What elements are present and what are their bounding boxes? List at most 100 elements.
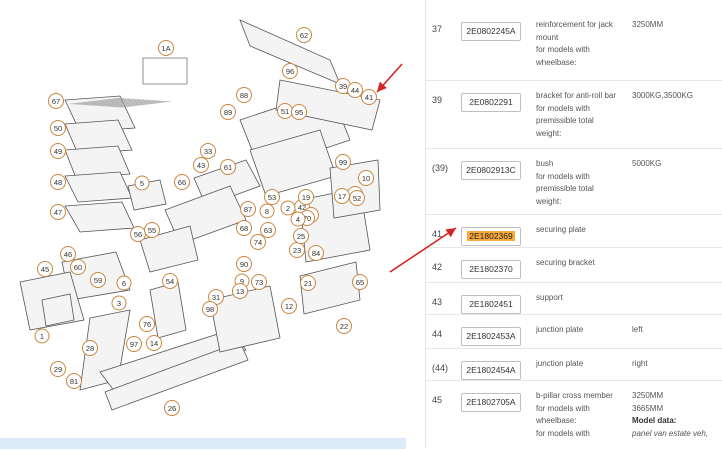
callout-96[interactable]: 96 (282, 63, 298, 79)
callout-63[interactable]: 63 (260, 222, 276, 238)
svg-text:23: 23 (293, 246, 301, 255)
part-remark: 3000KG,3500KG (632, 90, 720, 103)
part-number-field[interactable]: 2E1802369 (461, 227, 521, 246)
callout-28[interactable]: 28 (82, 340, 98, 356)
callout-53[interactable]: 53 (264, 189, 280, 205)
callout-87[interactable]: 87 (240, 201, 256, 217)
svg-text:44: 44 (351, 86, 359, 95)
svg-text:89: 89 (224, 108, 232, 117)
callout-44[interactable]: 44 (347, 82, 363, 98)
callout-22[interactable]: 22 (336, 318, 352, 334)
part-detail-line (99, 99, 151, 107)
callout-45[interactable]: 45 (37, 261, 53, 277)
callout-95[interactable]: 95 (291, 104, 307, 120)
part-remark: 3250MM (632, 19, 720, 32)
callout-67[interactable]: 67 (48, 93, 64, 109)
part-number-field[interactable]: 2E1802705A (461, 393, 521, 412)
svg-text:22: 22 (340, 322, 348, 331)
callout-1[interactable]: 1 (34, 328, 50, 344)
callout-56[interactable]: 56 (130, 226, 146, 242)
callout-74[interactable]: 74 (250, 234, 266, 250)
callout-48[interactable]: 48 (50, 174, 66, 190)
position-number: (44) (432, 363, 449, 373)
callout-50[interactable]: 50 (50, 120, 66, 136)
part-number-field[interactable]: 2E1802454A (461, 361, 521, 380)
callout-19[interactable]: 19 (298, 189, 314, 205)
callout-68[interactable]: 68 (236, 220, 252, 236)
callout-76[interactable]: 76 (139, 316, 155, 332)
callout-26[interactable]: 26 (164, 400, 180, 416)
callout-52[interactable]: 52 (349, 190, 365, 206)
description-line: bush (536, 159, 554, 168)
callout-10[interactable]: 10 (358, 170, 374, 186)
description-line: junction plate (536, 325, 584, 334)
part-detail-line (117, 101, 169, 108)
callout-3[interactable]: 3 (111, 295, 127, 311)
callout-1A[interactable]: 1A (158, 40, 174, 56)
callout-99[interactable]: 99 (335, 154, 351, 170)
description-line: for models with (536, 403, 590, 413)
part-detail-line (120, 101, 172, 108)
description-line: premissible total (536, 184, 594, 193)
part-number-field[interactable]: 2E0802913C (461, 161, 521, 180)
svg-text:31: 31 (212, 293, 220, 302)
svg-text:59: 59 (94, 276, 102, 285)
svg-text:81: 81 (70, 377, 78, 386)
part-number-field[interactable]: 2E1802370 (461, 260, 521, 279)
callout-33[interactable]: 33 (200, 143, 216, 159)
callout-23[interactable]: 23 (289, 242, 305, 258)
callout-55[interactable]: 55 (144, 222, 160, 238)
callout-5[interactable]: 5 (134, 175, 150, 191)
callout-12[interactable]: 12 (281, 298, 297, 314)
callout-61[interactable]: 61 (220, 159, 236, 175)
callout-54[interactable]: 54 (162, 273, 178, 289)
callout-98[interactable]: 98 (202, 301, 218, 317)
callout-46[interactable]: 46 (60, 246, 76, 262)
callout-97[interactable]: 97 (126, 336, 142, 352)
svg-text:3: 3 (117, 299, 121, 308)
callout-60[interactable]: 60 (70, 259, 86, 275)
callout-13[interactable]: 13 (232, 283, 248, 299)
callout-90[interactable]: 90 (236, 256, 252, 272)
svg-text:84: 84 (312, 249, 320, 258)
callout-14[interactable]: 14 (146, 335, 162, 351)
callout-25[interactable]: 25 (293, 228, 309, 244)
description-line: premissible total (536, 116, 594, 125)
svg-text:87: 87 (244, 205, 252, 214)
svg-text:47: 47 (54, 208, 62, 217)
svg-text:48: 48 (54, 178, 62, 187)
callout-65[interactable]: 65 (352, 274, 368, 290)
callout-21[interactable]: 21 (300, 275, 316, 291)
callout-66[interactable]: 66 (174, 174, 190, 190)
svg-text:43: 43 (197, 161, 205, 170)
callout-81[interactable]: 81 (66, 373, 82, 389)
description-line: bracket for anti-roll bar (536, 91, 617, 100)
part-1a-sketch (142, 57, 188, 85)
callout-49[interactable]: 49 (50, 143, 66, 159)
callout-88[interactable]: 88 (236, 87, 252, 103)
remark-line: left (632, 325, 643, 334)
callout-89[interactable]: 89 (220, 104, 236, 120)
callout-2[interactable]: 2 (280, 200, 296, 216)
callout-59[interactable]: 59 (90, 272, 106, 288)
callout-17[interactable]: 17 (334, 188, 350, 204)
callout-6[interactable]: 6 (116, 275, 132, 291)
callout-51[interactable]: 51 (277, 103, 293, 119)
part-number-field[interactable]: 2E0802291 (461, 93, 521, 112)
part-number-field[interactable]: 2E1802451 (461, 295, 521, 314)
callout-47[interactable]: 47 (50, 204, 66, 220)
callout-73[interactable]: 73 (251, 274, 267, 290)
callout-62[interactable]: 62 (296, 27, 312, 43)
remark-line: 3250MM (632, 20, 664, 29)
callout-84[interactable]: 84 (308, 245, 324, 261)
callout-8[interactable]: 8 (259, 203, 275, 219)
callout-29[interactable]: 29 (50, 361, 66, 377)
part-number-field[interactable]: 2E1802453A (461, 327, 521, 346)
part-number-field[interactable]: 2E0802245A (461, 22, 521, 41)
callout-43[interactable]: 43 (193, 157, 209, 173)
callout-41[interactable]: 41 (361, 89, 377, 105)
callout-4[interactable]: 4 (290, 211, 306, 227)
description-line: securing bracket (536, 258, 595, 267)
